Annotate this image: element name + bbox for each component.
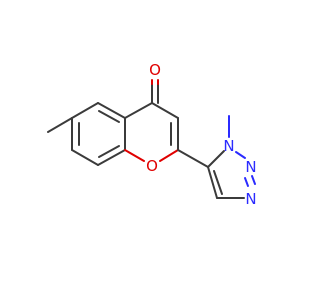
triazole-n3-label: N bbox=[245, 190, 256, 208]
molecule-structure: O O N N N bbox=[47, 61, 257, 208]
ring-oxygen-label: O bbox=[146, 157, 158, 175]
bond-c8a-c8-inner bbox=[98, 145, 120, 158]
bond-triazole-n1-c5 bbox=[207, 150, 225, 168]
bond-triazole-n3-n2-double bbox=[244, 177, 249, 187]
bond-c2-triazole bbox=[177, 149, 209, 168]
carbonyl-oxygen-label: O bbox=[149, 61, 161, 79]
bond-triazole-c5-c4 bbox=[207, 166, 218, 199]
bond-c5-c4a-inner bbox=[98, 110, 120, 123]
triazole-n1-label: N bbox=[223, 137, 234, 155]
bond-c4a-c4 bbox=[124, 102, 153, 119]
bond-triazole-n3-n2 bbox=[251, 175, 256, 185]
bond-triazole-n2-n1 bbox=[235, 151, 246, 159]
bond-c4-c3 bbox=[151, 102, 179, 119]
bond-c8a-c8 bbox=[97, 149, 126, 166]
bond-ring-oxygen-c2 bbox=[159, 149, 179, 162]
bond-c8a-ring-oxygen bbox=[124, 149, 145, 162]
bond-triazole-c5-c4-inner bbox=[213, 170, 223, 195]
bond-c5-c4a bbox=[97, 102, 126, 119]
bond-c6-c5 bbox=[71, 102, 99, 119]
atom-labels: O O N N N bbox=[146, 61, 257, 208]
bond-group bbox=[47, 79, 256, 199]
bond-c8-c7 bbox=[71, 149, 99, 166]
triazole-n2-label: N bbox=[245, 158, 256, 176]
bond-methyl-c6 bbox=[47, 117, 73, 133]
